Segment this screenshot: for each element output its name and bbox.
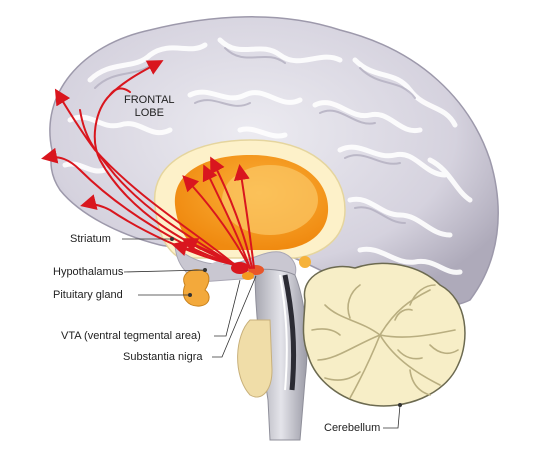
leader-dot-striatum (170, 237, 174, 241)
fourth-ventricle (282, 274, 297, 391)
leader-dot-hypothalamus (203, 268, 207, 272)
leader-lines (122, 238, 401, 429)
pineal-gland (299, 256, 311, 268)
leader-cerebellum (383, 404, 401, 429)
leader-substantia-nigra (212, 275, 257, 358)
thalamus-highlight (222, 165, 318, 235)
mesocortical-path-5 (80, 194, 236, 266)
nigrostriatal-path-3 (210, 156, 253, 269)
cerebellum-label: Cerebellum (324, 422, 381, 434)
striatum-label: Striatum (70, 233, 111, 245)
mesocortical-path-1 (54, 88, 236, 266)
vta-dot-orange (242, 272, 254, 280)
frontal-lobe-line1: FRONTAL (124, 94, 175, 106)
cerebellum-shape (302, 262, 466, 407)
frontal-lobe-label: FRONTAL LOBE (124, 94, 175, 120)
mesolimbic-path-2 (181, 238, 237, 266)
mesocortical-path-2 (79, 109, 236, 266)
cerebellum-folia (311, 284, 459, 399)
hypothalamus-label: Hypothalamus (53, 266, 124, 278)
nigrostriatal-path-1 (182, 175, 251, 269)
leader-dot-pituitary (188, 293, 192, 297)
nigrostriatal-path-4 (233, 164, 255, 269)
substantia-nigra-label: Substantia nigra (123, 351, 203, 363)
frontal-lobe-line2: LOBE (134, 107, 164, 119)
cortex-sulci (62, 37, 473, 275)
nigrostriatal-path-2 (202, 164, 251, 269)
pituitary-shape (183, 269, 210, 307)
leader-dot-cerebellum (398, 403, 402, 407)
pituitary-stalk (203, 259, 224, 273)
dopamine-pathways (41, 60, 255, 269)
mesocortical-path-6 (109, 87, 131, 96)
vta-label: VTA (ventral tegmental area) (61, 330, 201, 342)
pons (237, 319, 273, 398)
pituitary-gland-label: Pituitary gland (53, 289, 123, 301)
leader-hypothalamus (123, 269, 206, 273)
leader-vta (214, 279, 241, 337)
fourth-ventricle-light (279, 274, 288, 391)
mesocortical-path-3 (93, 60, 236, 266)
